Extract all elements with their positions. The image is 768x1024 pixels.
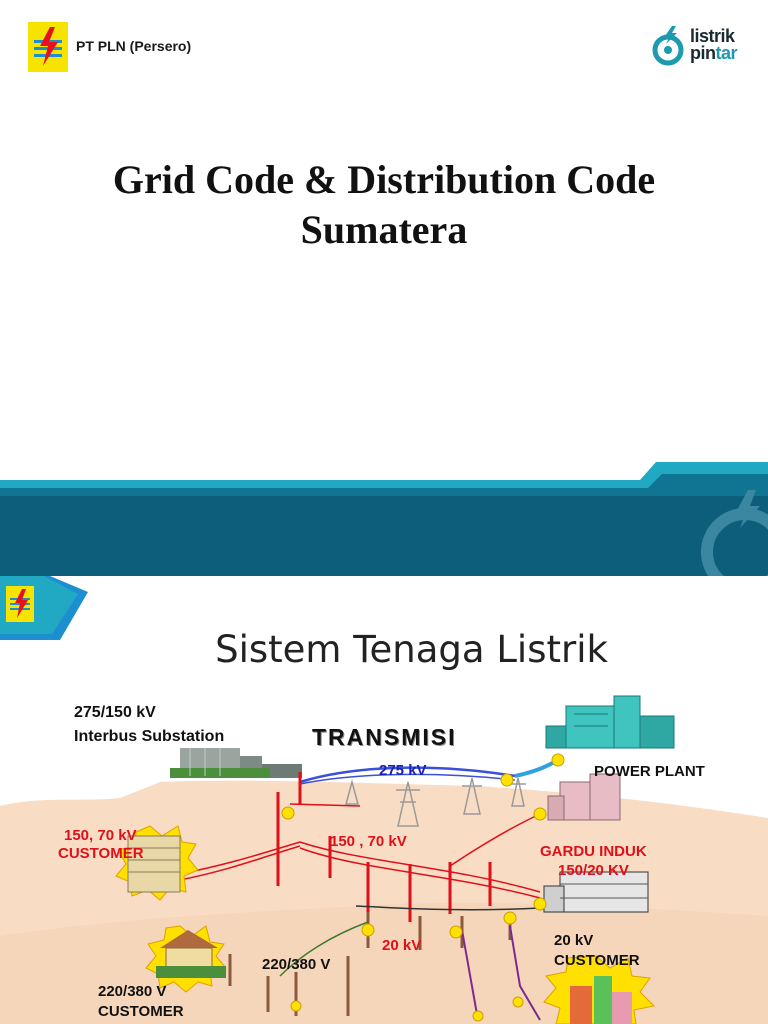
substation-building xyxy=(170,748,302,778)
customer-150-building xyxy=(127,835,181,893)
label-customer-150-70-voltage: 150, 70 kV xyxy=(64,827,137,844)
title-line-1: Grid Code & Distribution Code xyxy=(112,157,656,202)
listrik-pintar-logo: listrik pintar xyxy=(690,26,738,63)
label-substation-name: Interbus Substation xyxy=(74,728,225,745)
transmission-tower-2 xyxy=(462,777,482,815)
brand-bottom-b: tar xyxy=(715,43,738,63)
label-220-380v-line: 220/380 V xyxy=(262,956,331,973)
customer-20kv-buildings xyxy=(570,976,632,1024)
house-220v xyxy=(156,930,226,978)
brand-bottom: pintar xyxy=(690,43,738,63)
lightning-icon xyxy=(34,27,62,66)
junction-dots xyxy=(281,753,565,1022)
label-line-150-70: 150 , 70 kV xyxy=(330,833,407,850)
label-gardu-induk-voltage: 150/20 KV xyxy=(558,862,629,879)
transmission-tower-4 xyxy=(345,779,359,805)
slide-header-logo xyxy=(0,576,88,640)
power-system-diagram: 275/150 kV Interbus Substation TRANSMISI… xyxy=(0,686,768,1024)
red-poles xyxy=(276,772,492,922)
slide-title: Sistem Tenaga Listrik xyxy=(215,628,608,671)
label-customer-220: CUSTOMER xyxy=(98,1003,184,1020)
label-customer-20kv-voltage: 20 kV xyxy=(554,932,594,949)
title-slide: PT PLN (Persero) listrik pintar Grid Cod… xyxy=(0,22,768,576)
diagram-graphics xyxy=(0,695,768,1024)
label-gardu-induk: GARDU INDUK xyxy=(540,843,647,860)
transmission-tower-1 xyxy=(396,781,420,827)
slide-title: Grid Code & Distribution Code Sumatera xyxy=(0,155,768,255)
label-transmisi: TRANSMISI xyxy=(312,724,457,750)
label-20kv-line: 20 kV xyxy=(382,937,422,954)
label-power-plant: POWER PLANT xyxy=(594,763,705,780)
label-customer-20kv: CUSTOMER xyxy=(554,952,640,969)
pln-logo xyxy=(28,22,68,72)
gardu-induk-building xyxy=(547,773,621,821)
transmission-tower-3 xyxy=(510,777,526,807)
label-substation-voltage: 275/150 kV xyxy=(74,704,156,721)
listrik-pintar-icon xyxy=(652,26,684,66)
title-line-2: Sumatera xyxy=(300,207,468,252)
label-customer-220-voltage: 220/380 V xyxy=(98,983,167,1000)
brand-bottom-a: pin xyxy=(690,43,716,63)
industry-building xyxy=(543,871,649,913)
company-name: PT PLN (Persero) xyxy=(76,38,192,54)
label-275kv: 275 kV xyxy=(379,762,427,779)
label-customer-150-70: CUSTOMER xyxy=(58,845,144,862)
decorative-band xyxy=(0,462,768,576)
content-slide: Sistem Tenaga Listrik xyxy=(0,576,768,1024)
power-plant xyxy=(545,695,675,749)
brand-top: listrik xyxy=(690,26,735,46)
